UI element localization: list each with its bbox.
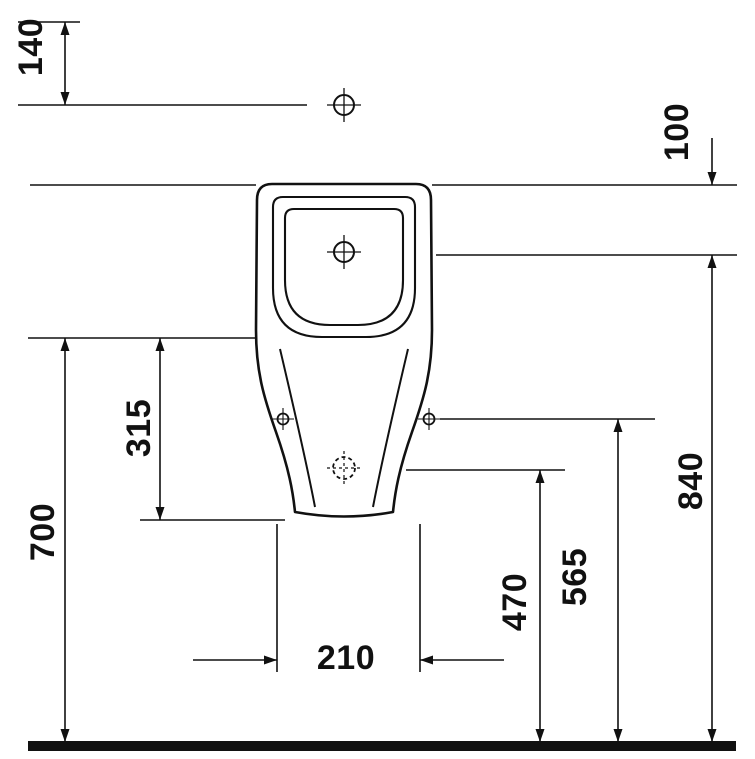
dim-label-100: 100 (658, 102, 696, 162)
urinal-basin-outline (283, 207, 405, 327)
outlet-dashed-crosshair-icon (327, 451, 361, 485)
inlet-crosshair-icon (327, 235, 361, 269)
dim-label-840: 840 (672, 451, 710, 511)
fixing-hole-right-crosshair-icon (418, 408, 440, 430)
dim-label-315: 315 (120, 398, 158, 458)
urinal-outer-outline (254, 182, 434, 518)
fixing-hole-left-crosshair-icon (272, 408, 294, 430)
dim-label-470: 470 (496, 572, 534, 632)
urinal-crease-right (372, 348, 409, 508)
floor-line (28, 741, 736, 751)
dim-label-565: 565 (556, 547, 594, 607)
dim-label-210: 210 (316, 639, 376, 677)
water-supply-crosshair-icon (327, 88, 361, 122)
dim-label-700: 700 (24, 502, 62, 562)
markers (272, 88, 440, 485)
urinal-front-view (254, 182, 434, 518)
dim-label-140: 140 (12, 17, 50, 77)
dimension-lines (60, 22, 717, 742)
urinal-rim-outline (271, 195, 417, 339)
urinal-crease-left (279, 348, 316, 508)
